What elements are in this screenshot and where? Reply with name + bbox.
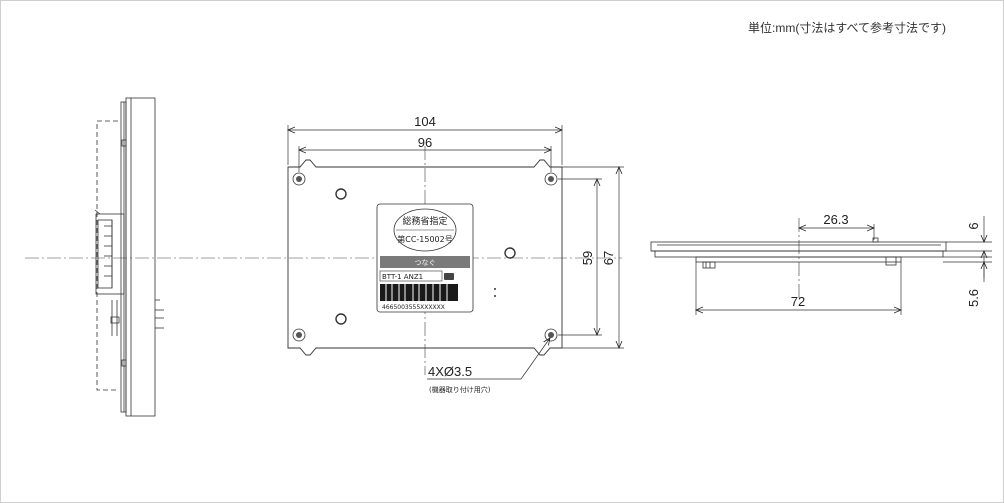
- label-cert-number: 第CC-15002号: [397, 234, 453, 244]
- inner-hole: [504, 247, 516, 259]
- dim-104: [288, 125, 562, 165]
- inner-hole: [335, 188, 347, 200]
- tiny-dot: [494, 295, 496, 297]
- tiny-dot: [494, 288, 496, 290]
- dim-length: 72: [791, 294, 805, 309]
- unit-note: 単位:mm(寸法はすべて参考寸法です): [748, 21, 946, 35]
- hole-callout-note: (機器取り付け用穴): [429, 385, 491, 394]
- dim-59: [558, 179, 602, 335]
- label-cert-title: 総務省指定: [402, 215, 447, 227]
- hole-callout: 4XØ3.5: [428, 364, 472, 379]
- certification-label: 総務省指定 第CC-15002号 つなぐ BTT-1 ANZ1 46650035…: [376, 203, 474, 313]
- label-serial: 4665003555XXXXXX: [382, 304, 445, 311]
- mount-hole-bottom-right: [544, 328, 558, 342]
- label-model: BTT-1 ANZ1: [382, 273, 423, 281]
- dim-26-3: [799, 224, 874, 240]
- dim-67: [562, 167, 624, 348]
- mount-hole-bottom-left: [292, 328, 306, 342]
- dim-width-outer: 104: [414, 114, 436, 129]
- dim-5-6: [943, 256, 992, 282]
- dim-height-holes: 59: [580, 251, 595, 265]
- dim-72: [696, 262, 901, 315]
- dim-width-holes: 96: [418, 135, 432, 150]
- label-brand: つなぐ: [415, 259, 436, 267]
- dim-thickness-top: 6: [966, 222, 981, 229]
- dim-96: [299, 146, 551, 172]
- mount-hole-top-right: [544, 172, 558, 186]
- mount-hole-top-left: [292, 172, 306, 186]
- dim-thickness-bottom: 5.6: [966, 289, 981, 307]
- dim-offset: 26.3: [823, 212, 848, 227]
- right-side-view: [650, 218, 947, 300]
- left-side-view: [94, 97, 164, 417]
- inner-hole: [335, 313, 347, 325]
- hole-callout-leader: [427, 338, 550, 380]
- dim-height-outer: 67: [601, 251, 616, 265]
- front-view: 総務省指定 第CC-15002号 つなぐ BTT-1 ANZ1 46650035…: [288, 114, 624, 394]
